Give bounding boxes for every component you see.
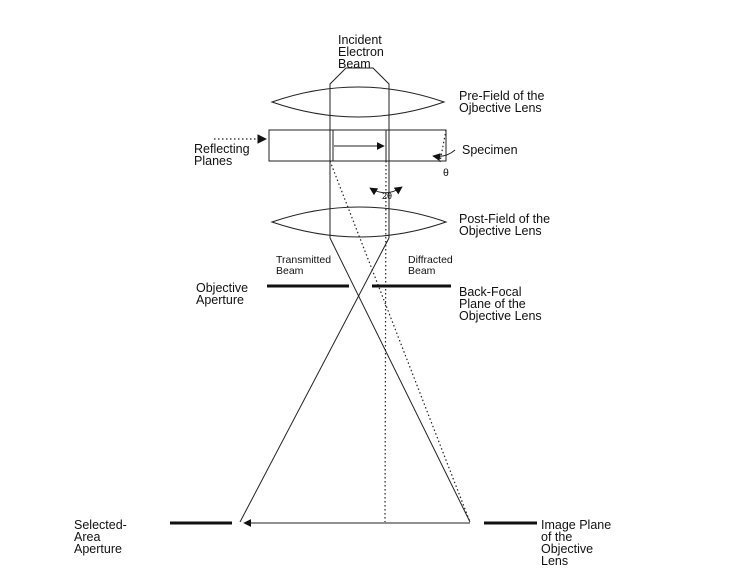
postfield-label: Post-Field of the Objective Lens — [459, 212, 554, 238]
transmitted-ray-right — [239, 237, 390, 523]
selected-area-aperture-label: Selected- Area Aperture — [74, 518, 130, 556]
incident-beam-label: Incident Electron Beam — [338, 33, 387, 71]
specimen-slab — [268, 129, 447, 162]
theta-line — [439, 129, 447, 163]
two-theta-arc — [369, 186, 403, 196]
specimen-pointer — [432, 149, 456, 162]
transmitted-beam-label: Transmitted Beam — [276, 254, 334, 277]
diffracted-beam-label: Diffracted Beam — [408, 254, 456, 277]
prefield-lens — [270, 86, 446, 118]
specimen-label: Specimen — [462, 143, 518, 157]
reflecting-planes-label: Reflecting Planes — [194, 142, 253, 168]
postfield-lens — [270, 206, 448, 238]
theta-label: θ — [443, 167, 449, 179]
image-plane-label: Image Plane of the Objective Lens — [541, 518, 615, 568]
diffracted-ray-right — [384, 160, 387, 523]
two-theta-label: 2θ — [382, 191, 392, 201]
incident-beam-column — [329, 67, 390, 238]
diffracted-ray-left — [329, 160, 471, 523]
prefield-label: Pre-Field of the Ojbective Lens — [459, 89, 548, 115]
backfocal-plane-label: Back-Focal Plane of the Objective Lens — [459, 285, 542, 323]
transmitted-ray-left — [329, 237, 471, 523]
objective-aperture-label: Objective Aperture — [196, 281, 252, 307]
